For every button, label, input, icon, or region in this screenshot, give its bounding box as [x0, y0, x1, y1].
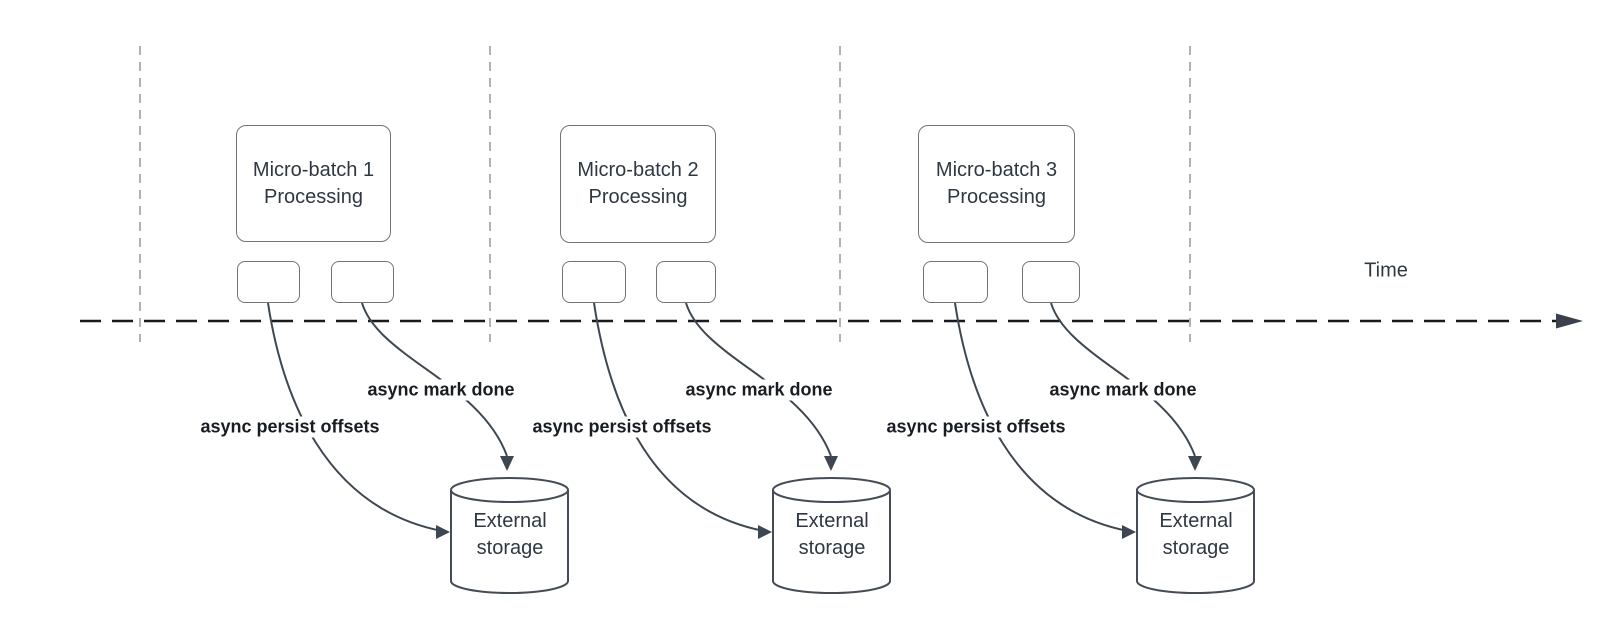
group2-persist-task-box — [562, 261, 626, 303]
group2-storage-cylinder-icon — [772, 477, 891, 594]
group2-storage-subtitle: storage — [798, 537, 866, 559]
group1-box-title: Micro-batch 1 — [252, 158, 375, 181]
group1-done-curve — [361, 302, 508, 457]
group2-persist-label: async persist offsets — [529, 416, 715, 438]
time-axis — [80, 313, 1583, 329]
group1-done-arrowhead-icon — [500, 456, 514, 471]
group1-curves — [267, 302, 508, 532]
group3-curves — [954, 302, 1196, 532]
group2-done-task-box — [656, 261, 716, 303]
group1-storage-label: External storage — [473, 508, 546, 562]
group3-persist-arrowhead-icon — [1122, 525, 1136, 539]
group2-done-curve — [685, 302, 832, 457]
group1-storage-title: External — [473, 510, 547, 532]
group3-storage-label: External storage — [1159, 508, 1232, 562]
group1-persist-task-box — [237, 261, 300, 303]
group3-persist-curve — [954, 302, 1129, 532]
group1-persist-curve — [267, 302, 443, 532]
group3-done-task-box — [1022, 261, 1080, 303]
group1-persist-label: async persist offsets — [197, 416, 383, 438]
group2-box-subtitle: Processing — [588, 186, 688, 208]
group2-persist-curve — [593, 302, 765, 532]
interval-guide-lines — [139, 46, 1191, 342]
group1-storage-subtitle: storage — [476, 537, 544, 559]
time-axis-arrowhead-icon — [1556, 313, 1583, 329]
group1-box-subtitle: Processing — [264, 185, 363, 208]
group3-persist-label: async persist offsets — [883, 416, 1069, 438]
group3-storage-title: External — [1159, 510, 1233, 532]
group2-done-label: async mark done — [682, 379, 836, 401]
group2-processing-box: Micro-batch 2 Processing — [560, 125, 716, 243]
storage-cylinders — [450, 477, 1255, 594]
group1-storage-cylinder-icon — [450, 477, 569, 594]
group3-box-subtitle: Processing — [947, 186, 1046, 208]
group1-done-label: async mark done — [364, 379, 518, 401]
group3-processing-box: Micro-batch 3 Processing — [918, 125, 1075, 243]
group2-persist-arrowhead-icon — [758, 525, 772, 539]
group3-storage-subtitle: storage — [1162, 537, 1230, 559]
group2-storage-label: External storage — [795, 508, 868, 562]
group1-done-task-box — [331, 261, 394, 303]
group2-done-arrowhead-icon — [824, 456, 838, 471]
group2-storage-title: External — [795, 510, 869, 532]
group2-curves — [593, 302, 832, 532]
group3-done-label: async mark done — [1046, 379, 1200, 401]
group3-done-arrowhead-icon — [1188, 456, 1202, 471]
group3-box-title: Micro-batch 3 — [935, 159, 1058, 181]
group3-done-curve — [1050, 302, 1196, 457]
group3-persist-task-box — [923, 261, 988, 303]
group3-storage-cylinder-icon — [1136, 477, 1255, 594]
group1-persist-arrowhead-icon — [436, 525, 450, 539]
time-axis-label: Time — [1364, 259, 1408, 282]
group1-processing-box: Micro-batch 1 Processing — [236, 125, 391, 242]
group2-box-title: Micro-batch 2 — [577, 159, 699, 181]
